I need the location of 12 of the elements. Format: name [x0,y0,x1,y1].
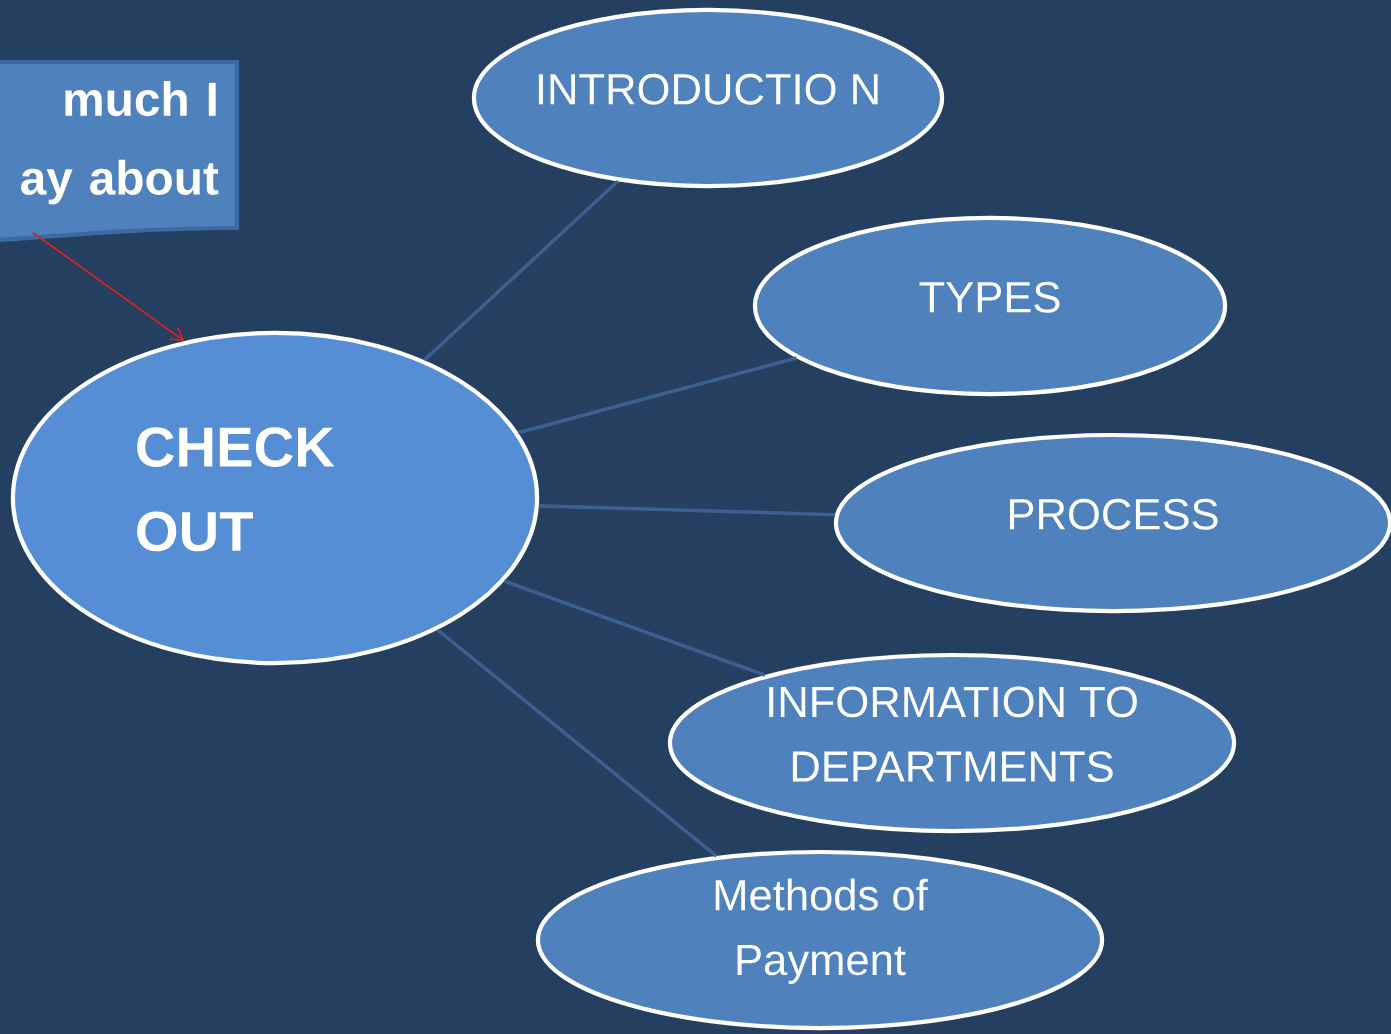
ellipse-node: INFORMATION TO DEPARTMENTS [667,652,1237,834]
ellipse-node: INTRODUCTIO N [471,7,945,189]
connector-line [517,356,797,435]
connector-line [538,504,836,517]
arrow [31,231,185,341]
ellipse-node: Methods of Payment [535,849,1105,1031]
connector-line [436,628,718,858]
connector-line [423,180,620,362]
ellipse-node: PROCESS [833,432,1391,614]
ellipse-node: TYPES [752,215,1228,397]
connector-line [503,579,766,677]
ellipse-node: CHECK OUT [10,330,540,666]
